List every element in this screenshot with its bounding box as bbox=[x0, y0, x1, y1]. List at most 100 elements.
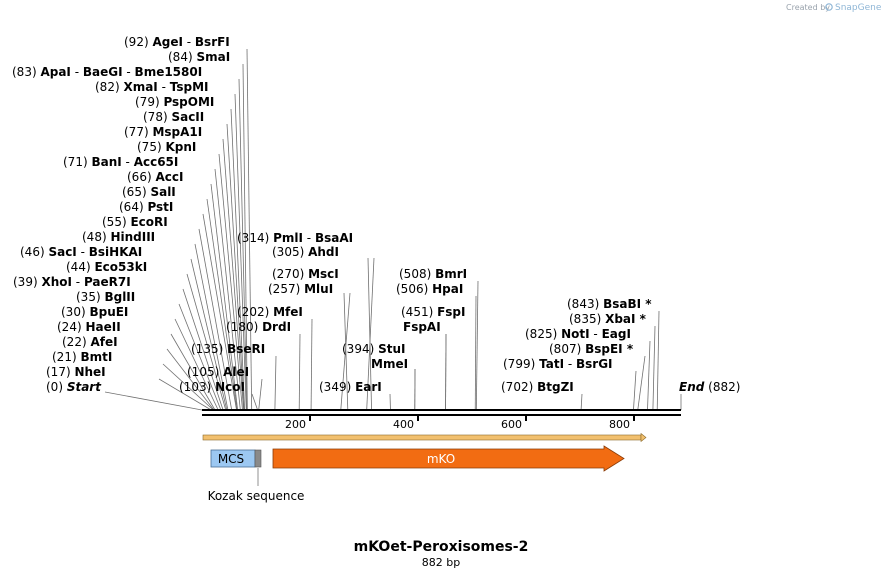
site-label[interactable]: (39) XhoI - PaeR7I bbox=[13, 275, 131, 289]
site-label[interactable]: (71) BanI - Acc65I bbox=[63, 155, 178, 169]
enzyme-name: EcoRI bbox=[130, 215, 167, 229]
feature-kozak[interactable]: Kozak sequence bbox=[208, 449, 305, 503]
kozak-box[interactable] bbox=[254, 449, 262, 468]
enzyme-name: HindIII bbox=[110, 230, 155, 244]
site-leader-line bbox=[230, 108, 246, 411]
site-label[interactable]: (180) DrdI bbox=[226, 320, 291, 334]
site-label[interactable]: (0) Start bbox=[46, 380, 102, 394]
end-name: End bbox=[679, 380, 705, 394]
site-label[interactable]: (257) MluI bbox=[268, 282, 333, 296]
site-label[interactable]: (66) AccI bbox=[127, 170, 183, 184]
site-label[interactable]: (65) SalI bbox=[122, 185, 176, 199]
site-label[interactable]: (843) BsaBI * bbox=[567, 297, 652, 311]
enzyme-name: NotI bbox=[561, 327, 590, 341]
site-label[interactable]: (79) PspOMI bbox=[135, 95, 214, 109]
site-label[interactable]: (92) AgeI - BsrFI bbox=[124, 35, 230, 49]
site-label[interactable]: (21) BmtI bbox=[52, 350, 112, 364]
site-position: (506) bbox=[396, 282, 432, 296]
site-label[interactable]: FspAI bbox=[403, 320, 441, 334]
enzyme-name: BtgZI bbox=[537, 380, 574, 394]
site-label[interactable]: (506) HpaI bbox=[396, 282, 463, 296]
ruler-label-800: 800 bbox=[609, 418, 630, 431]
site-label[interactable]: (48) HindIII bbox=[82, 230, 155, 244]
site-label[interactable]: (270) MscI bbox=[272, 267, 339, 281]
feature-mcs[interactable]: MCS bbox=[210, 449, 256, 468]
site-separator: - bbox=[564, 357, 576, 371]
enzyme-name: MmeI bbox=[371, 357, 408, 371]
site-label[interactable]: (202) MfeI bbox=[237, 305, 303, 319]
site-position: (71) bbox=[63, 155, 91, 169]
mko-arrow[interactable] bbox=[272, 445, 625, 472]
end-label[interactable]: End (882) bbox=[679, 380, 740, 394]
enzyme-name: SmaI bbox=[196, 50, 230, 64]
enzyme-name: BsaAI bbox=[315, 231, 353, 245]
site-label[interactable]: (105) AleI bbox=[187, 365, 249, 379]
site-label[interactable]: (44) Eco53kI bbox=[66, 260, 147, 274]
site-label[interactable]: (46) SacI - BsiHKAI bbox=[20, 245, 142, 259]
site-label[interactable]: (17) NheI bbox=[46, 365, 106, 379]
enzyme-name: Acc65I bbox=[134, 155, 179, 169]
site-label[interactable]: (83) ApaI - BaeGI - Bme1580I bbox=[12, 65, 202, 79]
enzyme-name: BanI bbox=[91, 155, 121, 169]
site-label[interactable]: (75) KpnI bbox=[137, 140, 196, 154]
site-position: (64) bbox=[119, 200, 147, 214]
credit-brand: SnapGene bbox=[835, 3, 882, 13]
site-label[interactable]: (799) TatI - BsrGI bbox=[503, 357, 613, 371]
site-label[interactable]: (103) NcoI bbox=[179, 380, 245, 394]
site-label[interactable]: (22) AfeI bbox=[62, 335, 118, 349]
site-leader-line bbox=[202, 213, 237, 411]
enzyme-name: KpnI bbox=[165, 140, 196, 154]
site-label[interactable]: (78) SacII bbox=[143, 110, 204, 124]
site-leader-line bbox=[218, 153, 243, 411]
site-label[interactable]: (508) BmrI bbox=[399, 267, 467, 281]
site-label[interactable]: (394) StuI bbox=[342, 342, 405, 356]
site-position: (835) bbox=[569, 312, 605, 326]
site-position: (46) bbox=[20, 245, 48, 259]
site-label[interactable]: (30) BpuEI bbox=[61, 305, 128, 319]
site-leader-line bbox=[258, 378, 263, 411]
enzyme-name: MfeI bbox=[273, 305, 303, 319]
site-label[interactable]: (35) BglII bbox=[76, 290, 135, 304]
site-label[interactable]: (64) PstI bbox=[119, 200, 173, 214]
site-label[interactable]: (84) SmaI bbox=[168, 50, 230, 64]
site-label[interactable]: (305) AhdI bbox=[272, 245, 339, 259]
site-label[interactable]: (702) BtgZI bbox=[501, 380, 574, 394]
site-label[interactable]: (314) PmlI - BsaAI bbox=[237, 231, 353, 245]
site-label[interactable]: (807) BspEI * bbox=[549, 342, 634, 356]
end-position: (882) bbox=[704, 380, 740, 394]
site-label[interactable]: (77) MspA1I bbox=[124, 125, 202, 139]
site-label[interactable]: (825) NotI - EagI bbox=[525, 327, 631, 341]
site-label[interactable]: (82) XmaI - TspMI bbox=[95, 80, 208, 94]
start-leader-line bbox=[104, 391, 203, 411]
site-position: (35) bbox=[76, 290, 104, 304]
site-label[interactable]: (835) XbaI * bbox=[569, 312, 647, 326]
ruler-label-600: 600 bbox=[501, 418, 522, 431]
enzyme-name: TspMI bbox=[170, 80, 209, 94]
orf-bar-arrow-icon bbox=[640, 432, 647, 443]
site-leader-line bbox=[158, 378, 212, 411]
site-position: (135) bbox=[191, 342, 227, 356]
site-leader-line bbox=[366, 257, 375, 411]
site-leader-line bbox=[647, 340, 651, 411]
site-leader-line bbox=[367, 257, 372, 411]
site-label[interactable]: (451) FspI bbox=[401, 305, 466, 319]
enzyme-name: BsiHKAI bbox=[89, 245, 143, 259]
site-label[interactable]: MmeI bbox=[371, 357, 408, 371]
site-separator: - bbox=[77, 245, 89, 259]
site-separator: - bbox=[72, 275, 84, 289]
site-label[interactable]: (349) EarI bbox=[319, 380, 382, 394]
site-position: (180) bbox=[226, 320, 262, 334]
site-label[interactable]: (24) HaeII bbox=[57, 320, 121, 334]
site-position: (314) bbox=[237, 231, 273, 245]
site-leader-line bbox=[214, 168, 241, 411]
feature-mko[interactable]: mKO bbox=[272, 445, 625, 472]
enzyme-name: BpuEI bbox=[89, 305, 128, 319]
site-leader-line bbox=[222, 138, 244, 411]
snapgene-logo-icon bbox=[825, 3, 833, 11]
site-leader-line bbox=[274, 355, 277, 411]
enzyme-name: XhoI bbox=[41, 275, 72, 289]
site-label[interactable]: (55) EcoRI bbox=[102, 215, 168, 229]
site-position: (82) bbox=[95, 80, 123, 94]
site-label[interactable]: (135) BseRI bbox=[191, 342, 265, 356]
enzyme-name: SacI bbox=[48, 245, 76, 259]
